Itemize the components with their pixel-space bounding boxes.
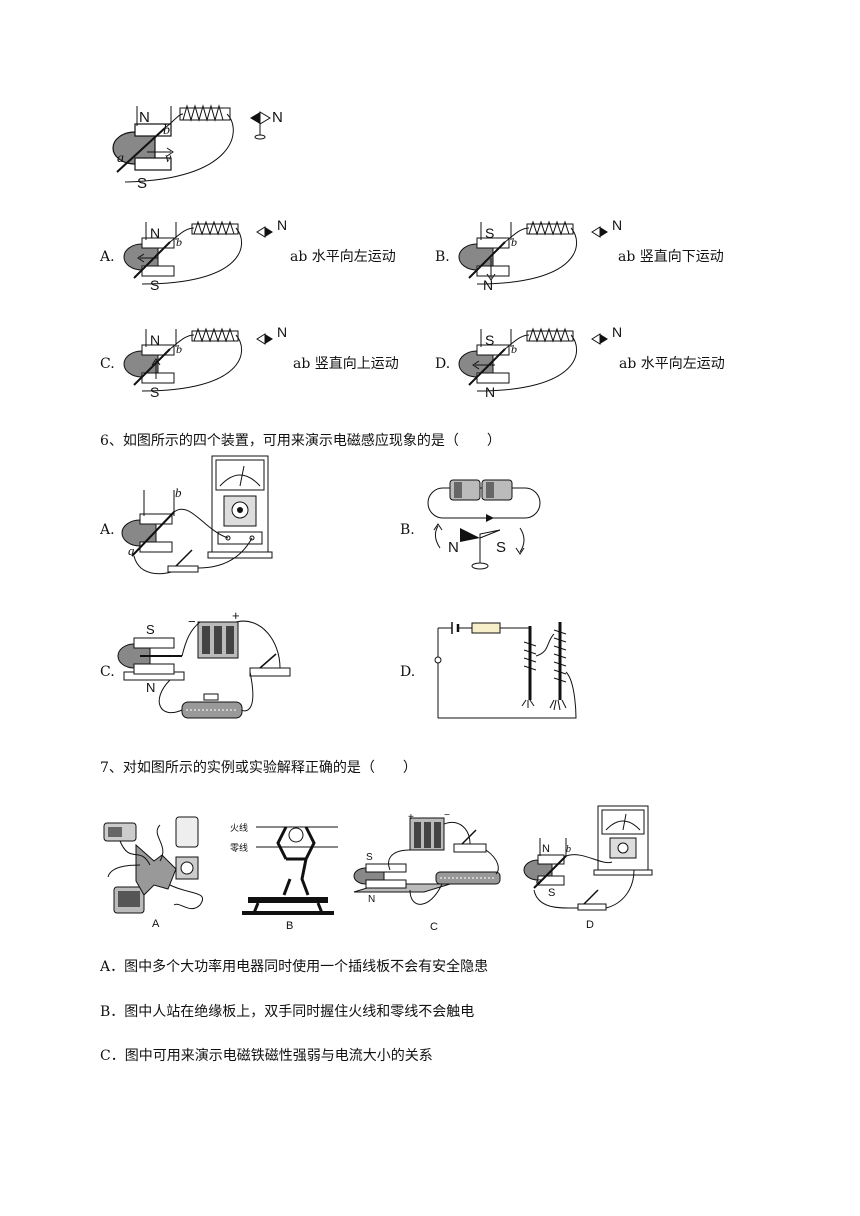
generator-setup-illustration: N S a b D — [523, 805, 653, 931]
motor-principle-diagram: S N − + — [117, 608, 291, 719]
velocity-label: v — [165, 151, 172, 166]
q5-option-b-letter[interactable]: B. — [435, 249, 450, 265]
q5-option-b-figure: S N N b — [455, 217, 635, 293]
q7-figure-c: S N + − C — [350, 810, 510, 935]
option-c-bottom-pole: S — [150, 384, 159, 400]
q7-figure-d: N S a b D — [522, 800, 662, 935]
q6-question: 6、如图所示的四个装置，可用来演示电磁感应现象的是（ ） — [100, 433, 501, 449]
q6-option-d-letter[interactable]: D. — [400, 664, 416, 680]
q7d-s-label: S — [548, 887, 555, 899]
q5-option-c-desc: ab 竖直向上运动 — [293, 356, 399, 372]
q7c-minus-label: − — [444, 810, 450, 821]
q7-answer-c[interactable]: C．图中可用来演示电磁铁磁性强弱与电流大小的关系 — [100, 1048, 433, 1064]
option-d-bottom-pole: N — [485, 384, 495, 400]
q7-figure-b: 火线 零线 B — [228, 815, 338, 933]
q5-option-b-desc: ab 竖直向下运动 — [618, 249, 724, 265]
option-b-bottom-pole: N — [483, 277, 493, 293]
q6-option-c-letter[interactable]: C. — [100, 664, 115, 680]
q7-figure-a: A — [100, 805, 215, 930]
q6-option-b-letter[interactable]: B. — [400, 522, 415, 538]
q6c-s-label: S — [146, 622, 155, 637]
q6c-plus-label: + — [232, 608, 240, 623]
q7b-caption: B — [286, 920, 293, 932]
overloaded-socket-illustration: A — [103, 816, 203, 930]
option-c-b-label: b — [176, 342, 182, 356]
q7d-b-label: b — [566, 844, 571, 855]
compass-n-label: N — [272, 109, 283, 126]
q7c-caption: C — [430, 921, 438, 933]
q7c-plus-label: + — [408, 812, 414, 823]
oersted-compass-diagram: N S — [427, 479, 541, 570]
generator-galvanometer-diagram: b a — [121, 455, 273, 575]
q5-option-c-letter[interactable]: C. — [100, 356, 115, 372]
option-a-bottom-pole: S — [150, 277, 159, 293]
option-c-compass-n: N — [277, 324, 287, 340]
electric-shock-illustration: 火线 零线 B — [230, 822, 338, 932]
q6c-minus-label: − — [188, 614, 196, 629]
q5-option-d-desc: ab 水平向左运动 — [619, 356, 725, 372]
q5-option-a-figure: N S N b — [120, 217, 300, 293]
motor-setup-illustration: S N + − C — [353, 810, 501, 933]
q6-option-d-figure — [430, 612, 585, 724]
q6b-n-label: N — [448, 539, 459, 556]
q7-question: 7、对如图所示的实例或实验解释正确的是（ ） — [100, 760, 417, 776]
option-b-b-label: b — [511, 235, 517, 249]
magnet-bottom-label: S — [137, 175, 147, 192]
q7c-s-label: S — [366, 852, 373, 863]
option-b-top-pole: S — [485, 225, 494, 241]
q6-option-a-figure: b a — [120, 450, 290, 580]
q6a-a-label: a — [128, 543, 135, 558]
option-d-top-pole: S — [485, 332, 494, 348]
q5-option-d-letter[interactable]: D. — [435, 356, 451, 372]
option-d-diagram: S N N b — [458, 324, 622, 400]
q7b-zero-line-label: 零线 — [230, 842, 248, 853]
option-c-diagram: N S N b — [123, 324, 287, 400]
q5-option-d-figure: S N N b — [455, 324, 635, 400]
q7-answer-b[interactable]: B．图中人站在绝缘板上，双手同时握住火线和零线不会触电 — [100, 1004, 475, 1020]
q7d-a-label: a — [536, 876, 541, 887]
option-b-compass-n: N — [612, 217, 622, 233]
rod-b-label: b — [163, 123, 170, 138]
q5-option-a-desc: ab 水平向左运动 — [290, 249, 396, 265]
q7c-n-label: N — [368, 894, 375, 905]
q5-option-a-letter[interactable]: A. — [100, 249, 115, 265]
q7d-caption: D — [586, 919, 594, 931]
option-a-compass-n: N — [277, 217, 287, 233]
q5-option-c-figure: N S N b — [120, 324, 300, 400]
q7b-fire-line-label: 火线 — [230, 822, 248, 833]
option-a-diagram: N S N b — [123, 217, 287, 293]
q6b-s-label: S — [496, 539, 506, 556]
option-d-compass-n: N — [612, 324, 622, 340]
magnet-circuit-diagram: N N S a b v — [112, 104, 283, 192]
rod-a-label: a — [117, 151, 124, 166]
electromagnet-comparison-diagram — [434, 622, 577, 719]
option-a-top-pole: N — [150, 225, 160, 241]
q5-main-figure: N N S a b v — [95, 100, 295, 195]
option-a-b-label: b — [176, 235, 182, 249]
q6-option-a-letter[interactable]: A. — [100, 522, 115, 538]
q6a-b-label: b — [175, 485, 182, 500]
q6-option-c-figure: S N − + — [117, 608, 300, 735]
magnet-top-label: N — [139, 109, 150, 126]
q6c-n-label: N — [146, 680, 155, 695]
q7a-caption: A — [152, 918, 160, 930]
option-c-top-pole: N — [150, 332, 160, 348]
option-b-diagram: S N N b — [458, 217, 622, 293]
q7-answer-a[interactable]: A．图中多个大功率用电器同时使用一个插线板不会有安全隐患 — [100, 959, 489, 975]
option-d-b-label: b — [511, 342, 517, 356]
q6-option-b-figure: N S — [420, 470, 550, 580]
q7d-n-label: N — [542, 843, 550, 855]
